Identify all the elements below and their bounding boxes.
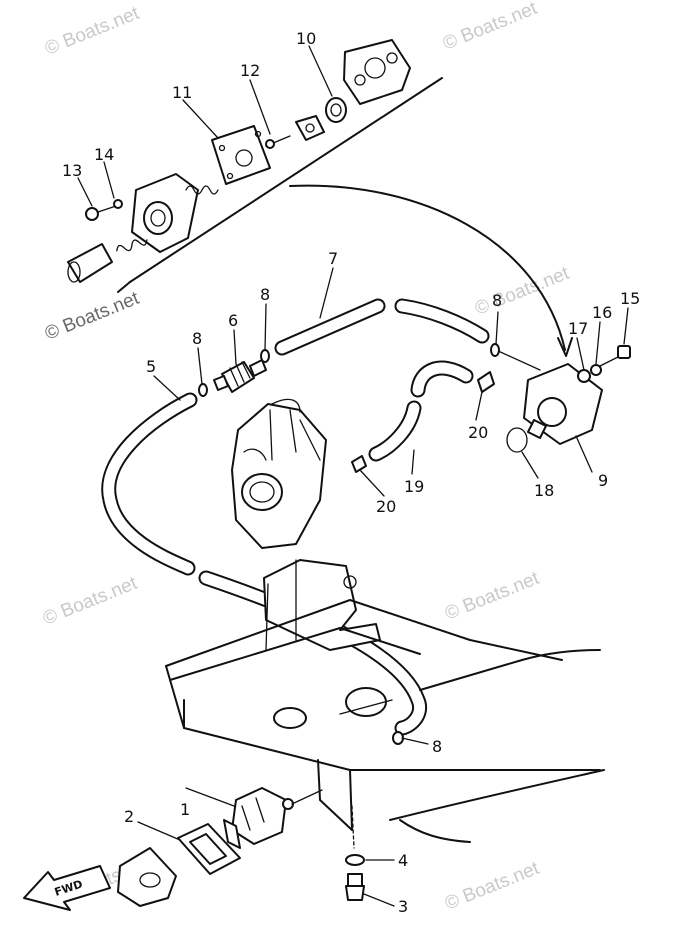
fuel-pump-exploded-view	[67, 39, 573, 357]
callout-20-carb: 20	[376, 497, 396, 516]
watermark: © Boats.net	[442, 858, 543, 915]
callout-16: 16	[592, 303, 612, 322]
callout-8-filter-out: 8	[260, 285, 270, 304]
watermark: © Boats.net	[42, 288, 143, 345]
hose-clip	[198, 383, 208, 397]
fuel-pump-assembled	[495, 345, 631, 453]
joint-alignment-line	[291, 789, 323, 805]
callout-2: 2	[124, 807, 134, 826]
pump-cover	[343, 39, 411, 105]
pump-gasket	[211, 125, 271, 185]
callout-17: 17	[568, 319, 588, 338]
watermark: © Boats.net	[42, 3, 143, 60]
callout-8-filter-in: 8	[192, 329, 202, 348]
lower-cowling	[165, 599, 605, 843]
fuel-joint-assembly	[117, 787, 323, 907]
callout-labels: 1 2 3 4 5 6 7 8 8 8 8 9 10 11 12 13 14 1…	[62, 29, 640, 916]
callout-20-pump: 20	[468, 423, 488, 442]
hose-clip	[477, 371, 495, 393]
washer	[345, 854, 365, 866]
washer	[577, 369, 591, 383]
callout-18: 18	[534, 481, 554, 500]
hose-clip	[490, 343, 500, 357]
watermark: © Boats.net	[442, 568, 543, 625]
watermark: © Boats.net	[40, 573, 141, 630]
hose-clip	[351, 455, 367, 473]
assembly-bracket-end	[117, 281, 131, 293]
callout-13: 13	[62, 161, 82, 180]
pump-spring	[116, 239, 148, 252]
forward-arrow-icon: FWD	[23, 865, 111, 911]
watermark: © Boats.net	[472, 263, 573, 320]
pump-spring	[185, 185, 219, 195]
callout-15: 15	[620, 289, 640, 308]
fuel-joint	[231, 787, 287, 845]
screw	[85, 207, 99, 221]
callout-11: 11	[172, 83, 192, 102]
callout-12: 12	[240, 61, 260, 80]
watermark: © Boats.net	[440, 0, 541, 55]
leader-lines	[77, 45, 629, 907]
pump-plunger	[67, 243, 113, 283]
mount-bracket	[263, 559, 381, 651]
pump-relation-arc	[289, 184, 566, 351]
bolt-head	[617, 345, 631, 359]
callout-8-pump: 8	[492, 291, 502, 310]
bolt	[345, 885, 365, 901]
carburetor	[231, 398, 327, 549]
cowling-fasteners	[345, 805, 365, 901]
callout-6: 6	[228, 311, 238, 330]
callout-5: 5	[146, 357, 156, 376]
cowling-side	[165, 665, 601, 771]
o-ring	[506, 427, 528, 453]
fuel-filter	[198, 343, 500, 745]
hose-clip	[260, 349, 270, 363]
diaphragm-ring	[325, 97, 347, 123]
assembly-bracket-line	[129, 77, 443, 283]
callout-3: 3	[398, 897, 408, 916]
cowling-top-edge	[165, 599, 563, 667]
washer	[113, 199, 123, 209]
callout-8-tank: 8	[432, 737, 442, 756]
cowling-mount	[317, 759, 353, 831]
callout-7: 7	[328, 249, 338, 268]
callout-1: 1	[180, 800, 190, 819]
check-valve	[295, 115, 325, 141]
pump-relation-arrowhead	[557, 337, 573, 357]
pump-joint-line	[495, 349, 541, 371]
fuel-connector	[117, 847, 177, 907]
callout-4: 4	[398, 851, 408, 870]
tank-outlet	[345, 687, 387, 717]
callout-9: 9	[598, 471, 608, 490]
callout-10: 10	[296, 29, 316, 48]
callout-14: 14	[94, 145, 114, 164]
carburetor-body	[231, 403, 327, 549]
callout-19: 19	[404, 477, 424, 496]
spring-washer	[590, 364, 602, 376]
